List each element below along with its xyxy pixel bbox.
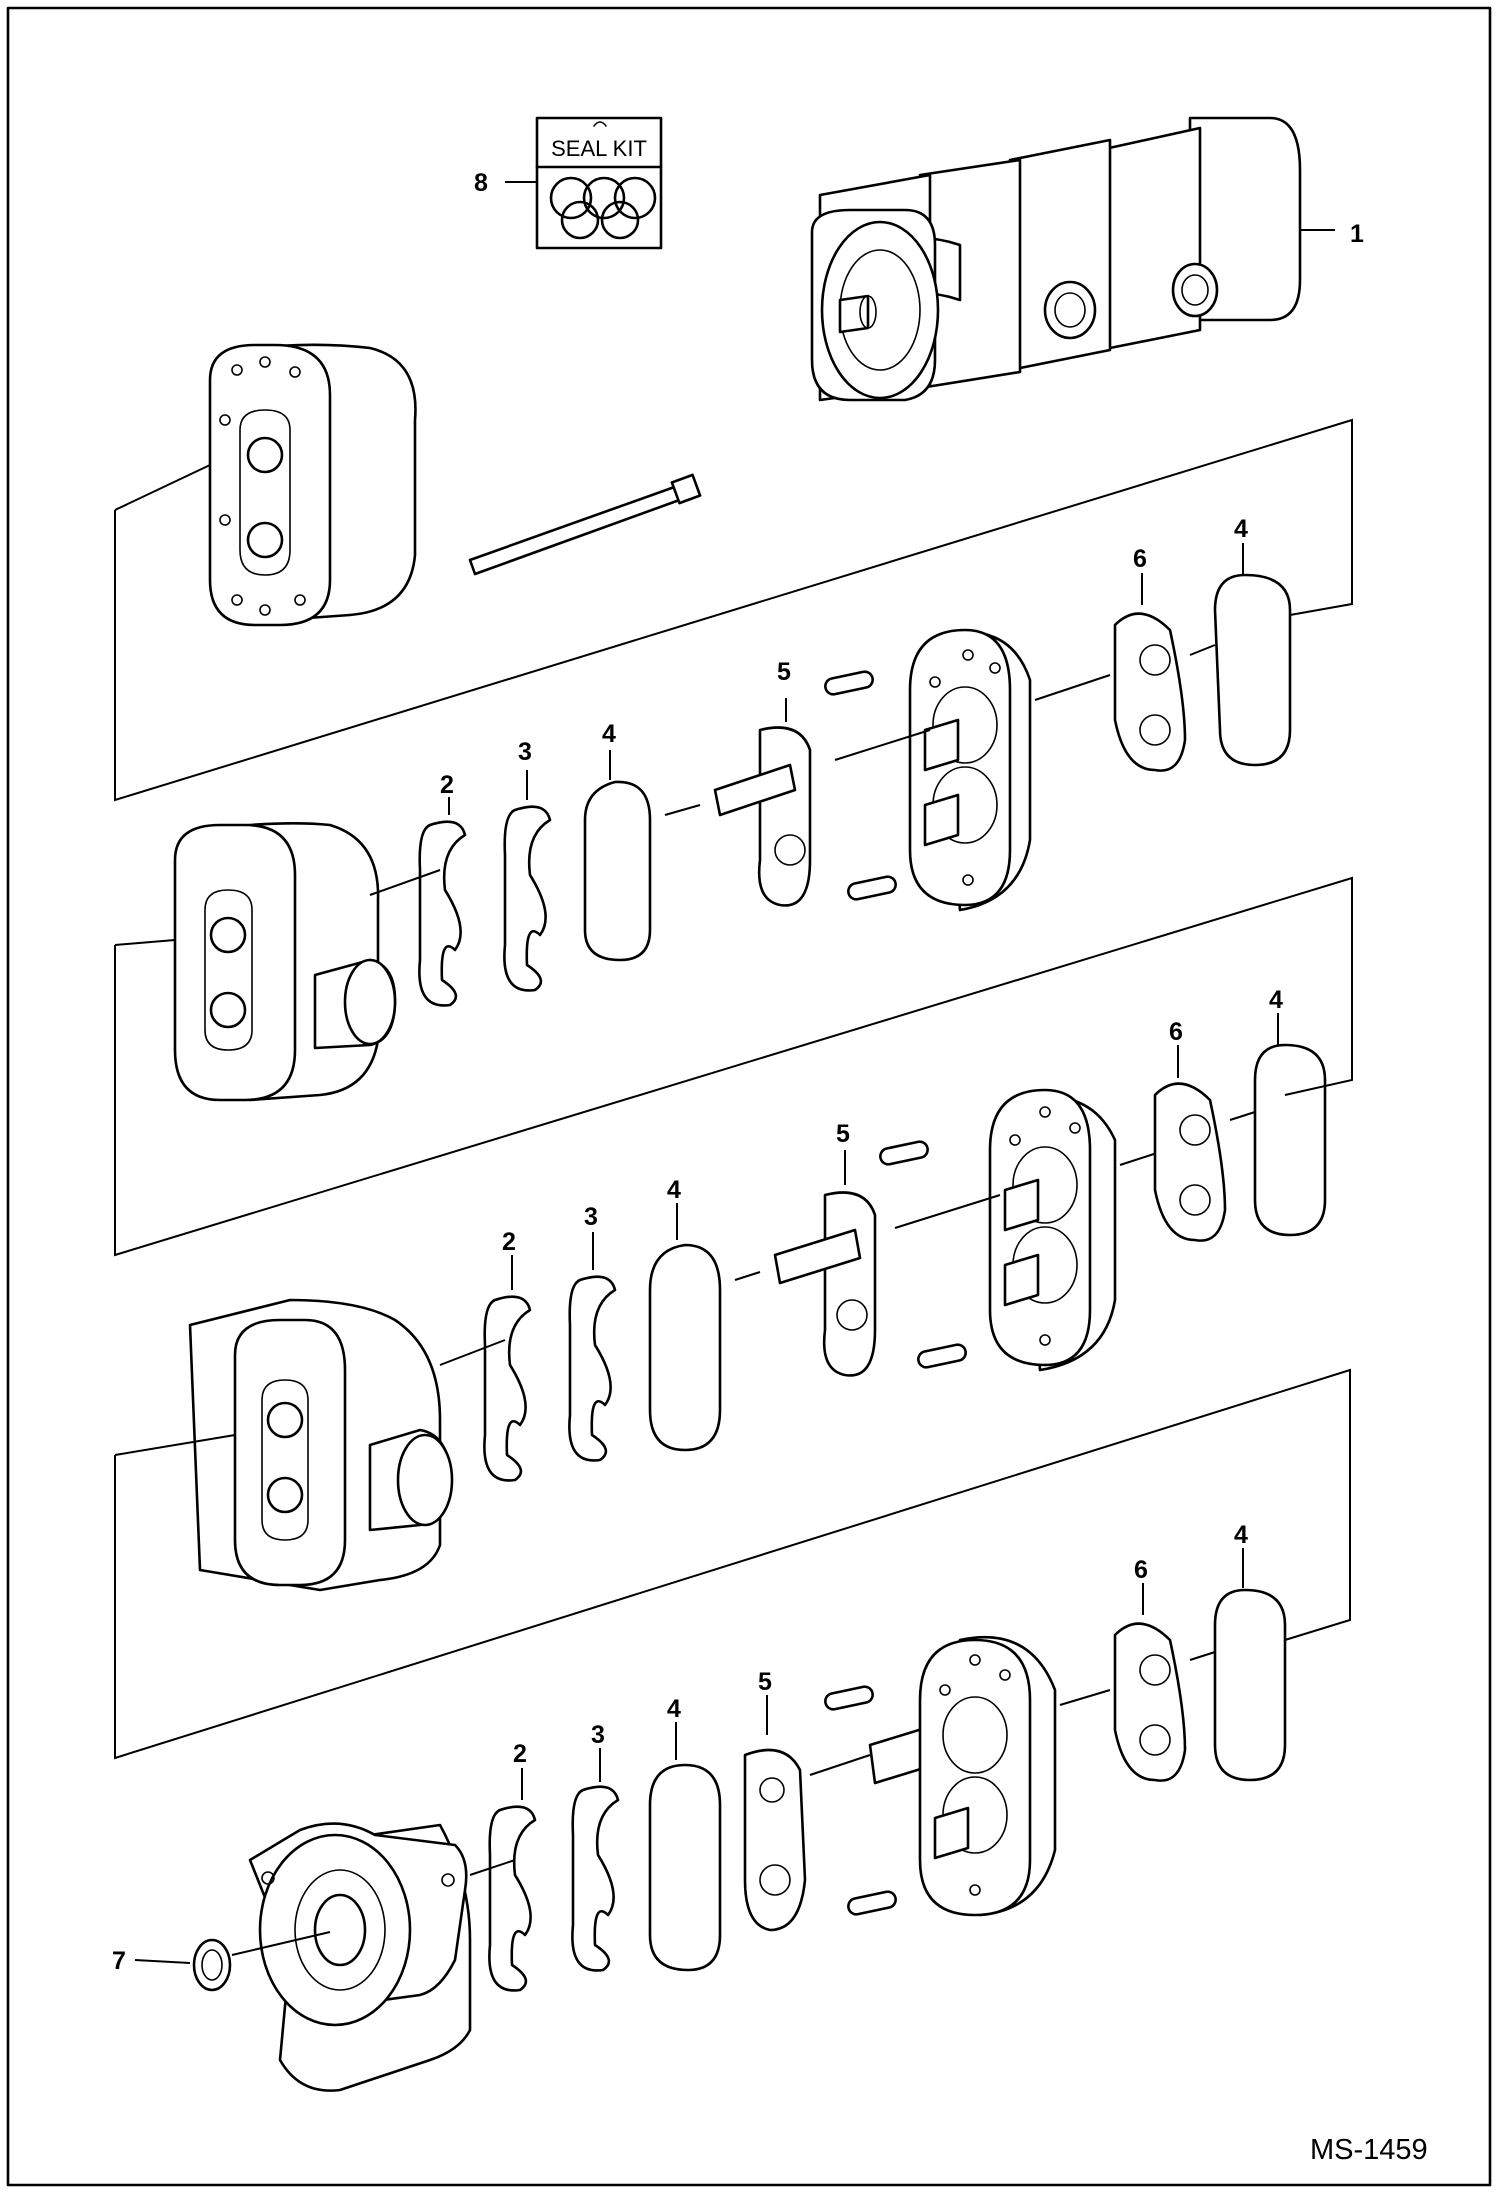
section-2-seal-3 (568, 1275, 617, 1462)
section-3-gear-housing (918, 1635, 1057, 1917)
section-3-callout-3: 3 (591, 1721, 605, 1749)
through-bolt (468, 473, 702, 576)
callout-1: 1 (1350, 220, 1364, 248)
seal-kit-box: SEAL KIT (535, 116, 663, 250)
section-1-callout-4a: 4 (602, 720, 616, 748)
page-border (6, 6, 1492, 2187)
section-1-callout-2: 2 (440, 771, 454, 799)
section-1-callout-5: 5 (777, 658, 791, 686)
section-1-drive-shaft (713, 763, 797, 817)
section-2-gear-housing (988, 1088, 1117, 1372)
section-2-o-ring-4b (1253, 1043, 1327, 1237)
section-1-seal-2 (418, 820, 467, 1007)
section-2: 2 3 4 5 6 4 (114, 986, 1327, 1592)
section-2-o-ring-4a (648, 1243, 722, 1452)
drawing-code: MS-1459 (1310, 2134, 1428, 2166)
callout-7: 7 (112, 1947, 126, 1975)
section-2-seal-2 (483, 1295, 532, 1482)
section-1-callout-6: 6 (1133, 545, 1147, 573)
section-1-body (173, 822, 397, 1102)
section-3-seal-2 (488, 1805, 537, 1992)
front-flange-body (248, 1822, 472, 2092)
section-1-callout-4b: 4 (1234, 515, 1248, 543)
section-3: 7 2 3 4 5 6 (112, 1521, 1287, 2092)
section-1-wear-plate-5 (757, 726, 812, 907)
seal-kit-o-rings (549, 176, 657, 240)
section-3-wear-plate-6 (1113, 1622, 1187, 1782)
section-2-callout-4b: 4 (1269, 986, 1283, 1014)
section-2-callout-6: 6 (1169, 1018, 1183, 1046)
section-3-seal-3 (571, 1785, 620, 1972)
section-2-callout-2: 2 (502, 1228, 516, 1256)
section-1-gear-housing (908, 628, 1032, 912)
section-3-callout-2: 2 (513, 1740, 527, 1768)
assembly-line-1 (114, 418, 1353, 802)
section-3-callout-6: 6 (1134, 1556, 1148, 1584)
section-1: 2 3 4 5 6 4 (114, 515, 1292, 1102)
section-3-wear-plate-5 (743, 1748, 807, 1932)
section-2-wear-plate-5 (822, 1191, 877, 1377)
section-2-callout-4a: 4 (667, 1176, 681, 1204)
section-3-o-ring-4a (648, 1763, 722, 1972)
section-3-o-ring-4b (1213, 1588, 1287, 1782)
assembly-line-3 (114, 1368, 1351, 1760)
section-1-o-ring-4a (583, 780, 652, 962)
section-2-callout-3: 3 (584, 1203, 598, 1231)
section-3-callout-4b: 4 (1234, 1521, 1248, 1549)
section-1-o-ring-4b (1213, 573, 1292, 767)
section-1-callout-3: 3 (518, 738, 532, 766)
front-shaft-seal-7 (192, 1938, 232, 1992)
seal-kit-label: SEAL KIT (551, 136, 647, 161)
section-3-callout-4a: 4 (667, 1695, 681, 1723)
section-2-callout-5: 5 (836, 1120, 850, 1148)
section-2-drive-shaft (773, 1228, 862, 1285)
section-1-seal-3 (503, 805, 552, 992)
rear-end-cover (208, 343, 417, 627)
assembly-line-2 (114, 876, 1353, 1257)
section-2-body (188, 1298, 454, 1592)
section-3-callout-5: 5 (758, 1668, 772, 1696)
section-2-wear-plate-6 (1153, 1082, 1227, 1242)
callout-8: 8 (474, 169, 488, 197)
assembled-pump (810, 116, 1335, 402)
section-1-wear-plate-6 (1113, 612, 1187, 772)
